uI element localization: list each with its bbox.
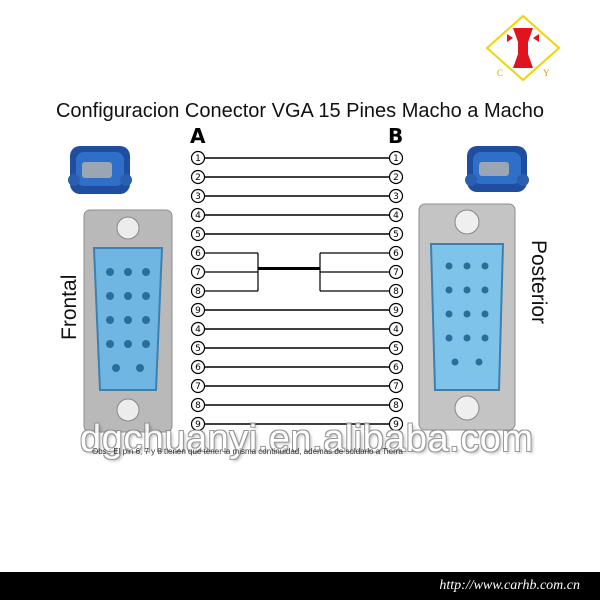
pin-number: 7 <box>393 382 399 392</box>
front-connector-photo <box>68 146 173 433</box>
right-pin-6: 6 <box>388 245 404 261</box>
left-pin-8: 8 <box>190 283 206 299</box>
footer-url: http://www.carhb.com.cn <box>439 578 580 593</box>
left-pin-15: 9 <box>190 416 206 432</box>
pin-number: 4 <box>195 325 201 335</box>
pin-number: 9 <box>195 306 201 316</box>
pin-number: 6 <box>393 363 399 373</box>
left-pin-10: 4 <box>190 321 206 337</box>
pin-number: 6 <box>195 363 201 373</box>
pin-number: 9 <box>393 420 399 430</box>
left-pin-7: 7 <box>190 264 206 280</box>
pin-number: 9 <box>195 420 201 430</box>
pin-number: 8 <box>195 401 201 411</box>
right-pin-4: 4 <box>388 207 404 223</box>
left-pin-9: 9 <box>190 302 206 318</box>
pin-number: 9 <box>393 306 399 316</box>
right-pin-13: 7 <box>388 378 404 394</box>
pin-number: 6 <box>195 249 201 259</box>
side-b-label: B <box>388 124 404 148</box>
pin-number: 8 <box>393 401 399 411</box>
right-pin-14: 8 <box>388 397 404 413</box>
pin-number: 8 <box>195 287 201 297</box>
right-pin-8: 8 <box>388 283 404 299</box>
pin-number: 4 <box>393 211 399 221</box>
right-pin-column: 1 2 3 4 5 6 7 8 9 4 5 6 7 8 9 <box>388 150 404 432</box>
pin-number: 7 <box>195 268 201 278</box>
left-pin-column: 1 2 3 4 5 6 7 8 9 4 5 6 7 8 9 <box>190 150 206 432</box>
vga-plug-icon <box>465 146 529 192</box>
right-pin-5: 5 <box>388 226 404 242</box>
pin-number: 3 <box>195 192 201 202</box>
pin-number: 7 <box>195 382 201 392</box>
side-a-label: A <box>190 124 206 148</box>
logo-letter-c: C <box>497 68 503 78</box>
left-pin-6: 6 <box>190 245 206 261</box>
pin-number: 6 <box>393 249 399 259</box>
right-pin-11: 5 <box>388 340 404 356</box>
footnote: Obs.: El pin 6, 7 y 8 tienen que tener l… <box>92 447 403 456</box>
pin-number: 7 <box>393 268 399 278</box>
left-pin-13: 7 <box>190 378 206 394</box>
right-pin-2: 2 <box>388 169 404 185</box>
right-pin-9: 9 <box>388 302 404 318</box>
pin-number: 5 <box>195 344 201 354</box>
left-pin-4: 4 <box>190 207 206 223</box>
logo-letter-y: Y <box>543 68 550 78</box>
footer-bar <box>0 572 600 600</box>
pin-number: 4 <box>195 211 201 221</box>
right-pin-3: 3 <box>388 188 404 204</box>
pin-number: 2 <box>195 173 201 183</box>
right-pin-15: 9 <box>388 416 404 432</box>
pin-number: 5 <box>195 230 201 240</box>
left-pin-2: 2 <box>190 169 206 185</box>
pin-number: 8 <box>393 287 399 297</box>
right-pin-10: 4 <box>388 321 404 337</box>
pin-number: 5 <box>393 230 399 240</box>
right-pin-1: 1 <box>388 150 404 166</box>
watermark: dgchuanyi.en.alibaba.com <box>80 418 534 460</box>
vga-plug-icon <box>68 146 132 194</box>
company-logo: C Y <box>485 14 561 82</box>
pin-number: 1 <box>195 154 201 164</box>
pin-number: 5 <box>393 344 399 354</box>
left-pin-14: 8 <box>190 397 206 413</box>
pin-number: 1 <box>393 154 399 164</box>
left-pin-1: 1 <box>190 150 206 166</box>
left-pin-11: 5 <box>190 340 206 356</box>
wires <box>204 157 390 425</box>
right-pin-12: 6 <box>388 359 404 375</box>
left-pin-3: 3 <box>190 188 206 204</box>
pin-number: 4 <box>393 325 399 335</box>
diagram-title: Configuracion Conector VGA 15 Pines Mach… <box>55 100 545 122</box>
pin-number: 2 <box>393 173 399 183</box>
right-pin-7: 7 <box>388 264 404 280</box>
left-pin-5: 5 <box>190 226 206 242</box>
pin-number: 3 <box>393 192 399 202</box>
left-pin-12: 6 <box>190 359 206 375</box>
rear-connector-photo <box>418 146 529 431</box>
